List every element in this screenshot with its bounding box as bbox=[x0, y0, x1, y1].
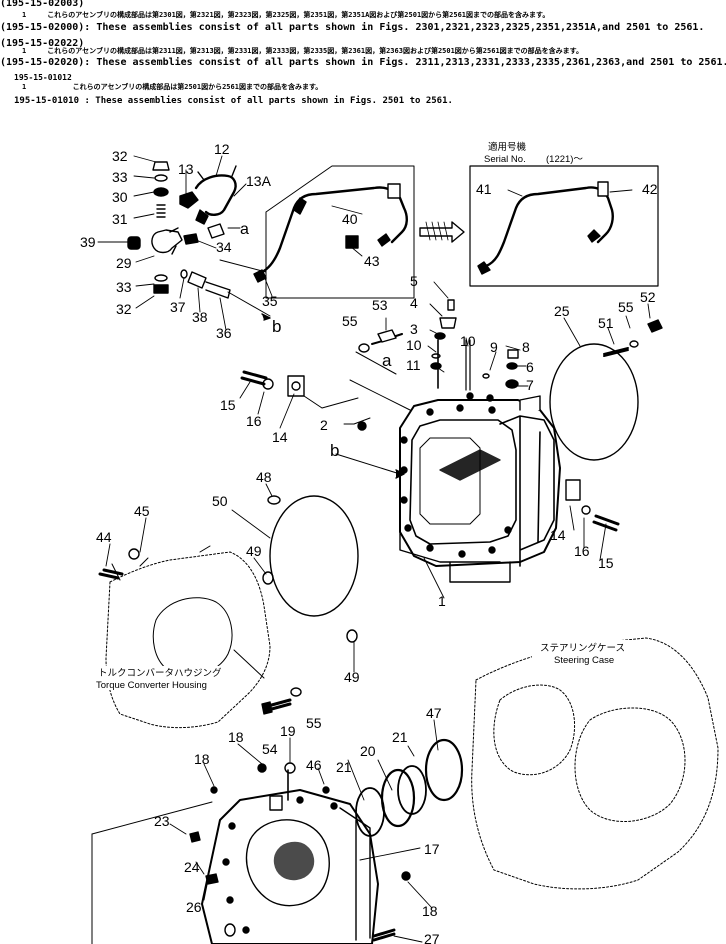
callout: 31 bbox=[112, 211, 128, 227]
lower-housing bbox=[201, 762, 379, 944]
callout: 51 bbox=[598, 315, 614, 331]
callout: b bbox=[272, 317, 281, 336]
steering-case-label-en: Steering Case bbox=[554, 655, 614, 666]
callout: 19 bbox=[280, 723, 296, 739]
torque-converter-housing bbox=[105, 545, 271, 729]
callout: 30 bbox=[112, 189, 128, 205]
callout: 10 bbox=[460, 333, 476, 349]
callout: 10 bbox=[406, 337, 422, 353]
callout: 24 bbox=[184, 859, 200, 875]
callout: 44 bbox=[96, 529, 112, 545]
part-number: (195-15-02003) bbox=[0, 0, 85, 9]
steering-case bbox=[471, 637, 719, 890]
callout: 7 bbox=[526, 377, 534, 393]
callout: 21 bbox=[336, 759, 352, 775]
o-ring-50 bbox=[269, 495, 359, 617]
note-en: (195-15-02000): These assemblies consist… bbox=[0, 22, 705, 33]
transmission-case bbox=[349, 379, 561, 583]
inset-serial-value: (1221)～ bbox=[546, 154, 583, 165]
callout: 13 bbox=[178, 161, 194, 177]
top-small-parts bbox=[355, 299, 519, 391]
callout: 45 bbox=[134, 503, 150, 519]
callout: 52 bbox=[640, 289, 656, 305]
callout: 15 bbox=[598, 555, 614, 571]
callout: 9 bbox=[490, 339, 498, 355]
note-jp: 1 これらのアセンブリの構成部品は第2501図から2561図までの部品を含みます… bbox=[22, 83, 323, 91]
callout: 54 bbox=[262, 741, 278, 757]
steering-case-label-jp: ステアリングケース bbox=[540, 642, 625, 654]
torque-converter-label-en: Torque Converter Housing bbox=[96, 680, 207, 691]
callout: 16 bbox=[246, 413, 262, 429]
callout: 55 bbox=[342, 313, 358, 329]
callout: 8 bbox=[522, 339, 530, 355]
callout: 2 bbox=[320, 417, 328, 433]
callout: 53 bbox=[372, 297, 388, 313]
note-jp: 1 これらのアセンブリの構成部品は第2311図，第2313図，第2331図，第2… bbox=[22, 47, 583, 55]
callout: 55 bbox=[306, 715, 322, 731]
callout: 11 bbox=[406, 357, 421, 373]
callout: 17 bbox=[424, 841, 440, 857]
callout: 32 bbox=[116, 301, 132, 317]
callout: 4 bbox=[410, 295, 418, 311]
part-number: (195-15-02022) bbox=[0, 38, 85, 49]
callout: 18 bbox=[228, 729, 244, 745]
note-jp: 1 これらのアセンブリの構成部品は第2301図，第2321図，第2323図，第2… bbox=[22, 11, 550, 19]
callout: 25 bbox=[554, 303, 570, 319]
note-en: 195-15-01010 : These assemblies consist … bbox=[14, 96, 453, 106]
callout: 23 bbox=[154, 813, 170, 829]
callout: 37 bbox=[170, 299, 186, 315]
o-ring-25 bbox=[549, 343, 639, 461]
callout: a bbox=[382, 351, 392, 370]
callout: 21 bbox=[392, 729, 408, 745]
callout: a bbox=[240, 221, 249, 238]
callout: 43 bbox=[364, 253, 380, 269]
callout: 36 bbox=[216, 325, 232, 341]
torque-converter-label-jp: トルクコンバータハウジング bbox=[98, 667, 222, 679]
callout: 15 bbox=[220, 397, 236, 413]
callout: 1 bbox=[438, 593, 446, 609]
callout: 26 bbox=[186, 899, 202, 915]
callout: 33 bbox=[116, 279, 132, 295]
callout: 20 bbox=[360, 743, 376, 759]
inset-serial-label: Serial No. bbox=[484, 154, 526, 165]
callout: 48 bbox=[256, 469, 272, 485]
callout: 14 bbox=[550, 527, 566, 543]
callout: 41 bbox=[476, 181, 492, 197]
callout: 16 bbox=[574, 543, 590, 559]
callout: 49 bbox=[344, 669, 360, 685]
callout: 39 bbox=[80, 234, 96, 250]
inset-title-jp: 適用号機 bbox=[488, 141, 527, 153]
callout: 46 bbox=[306, 757, 322, 773]
callout: 6 bbox=[526, 359, 534, 375]
callout: b bbox=[330, 441, 339, 460]
callout: 34 bbox=[216, 239, 232, 255]
callout: 35 bbox=[262, 293, 278, 309]
callout: 38 bbox=[192, 309, 208, 325]
callout: 32 bbox=[112, 148, 128, 164]
part-number: 195-15-01012 bbox=[14, 73, 72, 82]
callout: 13A bbox=[246, 173, 272, 189]
callout: 27 bbox=[424, 931, 440, 944]
callout: 40 bbox=[342, 211, 358, 227]
callout: 3 bbox=[410, 321, 418, 337]
callout: 18 bbox=[422, 903, 438, 919]
callout: 18 bbox=[194, 751, 210, 767]
callout: 33 bbox=[112, 169, 128, 185]
serial-inset-box bbox=[469, 165, 659, 287]
callout: 50 bbox=[212, 493, 228, 509]
breather-fitting-group bbox=[127, 161, 465, 321]
callout: 12 bbox=[214, 141, 230, 157]
note-en: (195-15-02020): These assemblies consist… bbox=[0, 57, 726, 68]
callout: 55 bbox=[618, 299, 634, 315]
callout: 49 bbox=[246, 543, 262, 559]
callout: 47 bbox=[426, 705, 442, 721]
callout: 5 bbox=[410, 273, 418, 289]
callout: 29 bbox=[116, 255, 132, 271]
callout: 14 bbox=[272, 429, 288, 445]
callout: 42 bbox=[642, 181, 658, 197]
